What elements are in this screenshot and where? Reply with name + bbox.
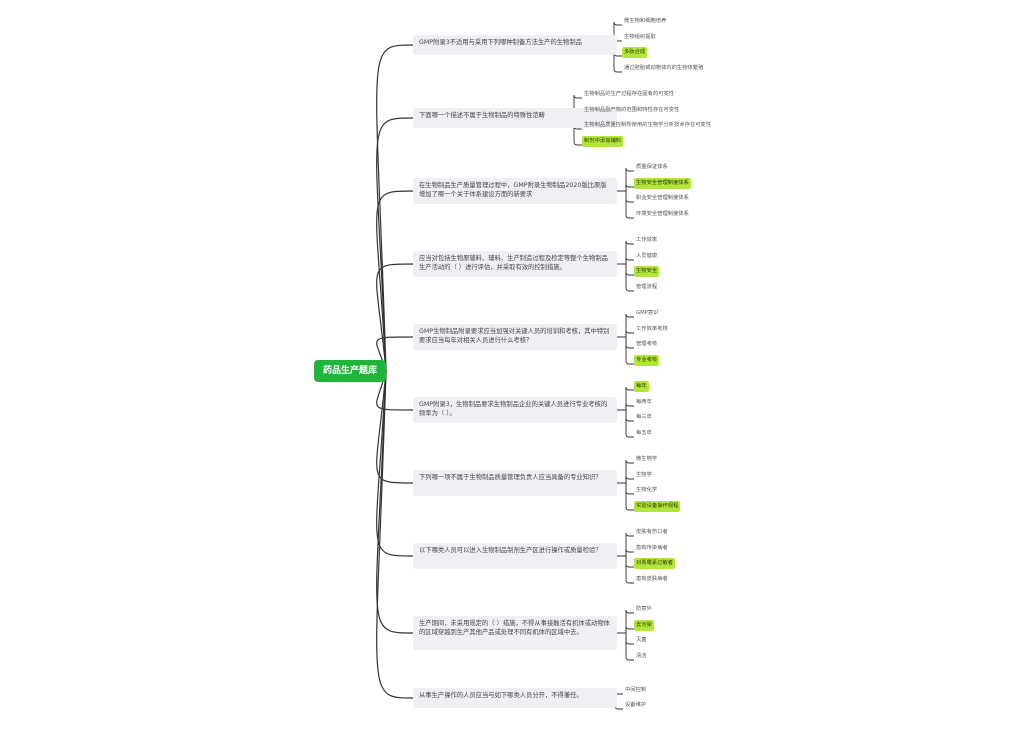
option-correct[interactable]: 生物安全 bbox=[634, 266, 660, 277]
option-branch-line bbox=[617, 459, 634, 484]
question-node[interactable]: GMP附录3，生物制品要求生物制品企业的关键人员进行专业考核的频率为（ ）。 bbox=[413, 397, 617, 423]
question-node[interactable]: GMP附录3不适用与采用下列哪种制备方法生产的生物制品 bbox=[413, 35, 617, 55]
option-branch-line bbox=[617, 632, 634, 661]
option-branch-line bbox=[617, 475, 634, 484]
option-item[interactable]: 每三年 bbox=[636, 414, 652, 420]
question-node[interactable]: 下面哪一个描述不属于生物制品的特殊性范畴 bbox=[413, 108, 617, 128]
root-branch-line bbox=[376, 117, 414, 372]
option-item[interactable]: 工作效率考核 bbox=[636, 326, 668, 332]
option-correct[interactable]: 多肽合成 bbox=[622, 47, 648, 58]
option-branch-line bbox=[573, 94, 617, 119]
option-item[interactable]: 生物制品的生产过程存在固有的可变性 bbox=[584, 91, 675, 97]
option-item[interactable]: 微生物和细胞培养 bbox=[624, 18, 667, 24]
root-branch-line bbox=[376, 190, 414, 372]
question-node[interactable]: 下列哪一项不属于生物制品质量管理负责人应当具备的专业知识？ bbox=[413, 470, 617, 496]
option-item[interactable]: 工作效率 bbox=[636, 237, 658, 243]
option-branch-line bbox=[617, 555, 634, 568]
option-branch-line bbox=[617, 190, 634, 219]
option-branch-line bbox=[617, 240, 634, 265]
option-item[interactable]: 灭菌 bbox=[636, 637, 647, 643]
option-item[interactable]: 环境安全管理制度体系 bbox=[636, 211, 689, 217]
option-branch-line bbox=[617, 190, 634, 203]
option-correct[interactable]: 去污染 bbox=[634, 620, 654, 631]
option-branch-line bbox=[617, 632, 634, 645]
option-branch-line bbox=[613, 44, 622, 73]
option-branch-line bbox=[617, 609, 634, 634]
option-branch-line bbox=[617, 482, 634, 511]
option-item[interactable]: 生物制品副产物的范围和特性存在可变性 bbox=[584, 107, 680, 113]
option-branch-line bbox=[617, 625, 634, 634]
option-branch-line bbox=[617, 532, 634, 557]
option-branch-line bbox=[617, 263, 634, 276]
option-item[interactable]: 管理考核 bbox=[636, 341, 658, 347]
root-topic[interactable]: 药品生产题库 bbox=[314, 360, 386, 382]
option-item[interactable]: 每五年 bbox=[636, 430, 652, 436]
option-branch-line bbox=[617, 386, 634, 411]
option-item[interactable]: 质量保证体系 bbox=[636, 164, 668, 170]
option-correct[interactable]: 专业考核 bbox=[634, 355, 660, 366]
option-item[interactable]: 设备维护 bbox=[625, 702, 647, 708]
option-branch-line bbox=[617, 336, 634, 349]
option-item[interactable]: 生物化学 bbox=[636, 487, 658, 493]
option-item[interactable]: 患有皮肤病者 bbox=[636, 576, 668, 582]
option-item[interactable]: 生物学 bbox=[636, 472, 652, 478]
option-branch-line bbox=[617, 256, 634, 265]
root-branch-line bbox=[376, 44, 414, 372]
question-node[interactable]: 从事生产操作的人员应当与如下哪类人员分开，不得兼任。 bbox=[413, 688, 617, 708]
option-branch-line bbox=[617, 336, 634, 365]
option-item[interactable]: 管理流程 bbox=[636, 284, 658, 290]
option-correct[interactable]: 每年 bbox=[634, 381, 649, 392]
option-item[interactable]: 每两年 bbox=[636, 399, 652, 405]
option-branch-line bbox=[617, 409, 634, 438]
option-item[interactable]: 通过胚胎或动物体内的生物体繁殖 bbox=[624, 65, 704, 71]
option-item[interactable]: 生物组织提取 bbox=[624, 34, 656, 40]
root-branch-line bbox=[376, 370, 414, 411]
question-node[interactable]: 应当对包括生物原辅料、辅料、生产制造过程及检定等整个生物制品生产活动的（ ）进行… bbox=[413, 251, 617, 277]
option-item[interactable]: 生物制品质量控制所使用的生物学分析技术存在可变性 bbox=[584, 122, 712, 128]
option-branch-line bbox=[617, 183, 634, 192]
option-branch-line bbox=[617, 167, 634, 192]
option-item[interactable]: 人员健康 bbox=[636, 253, 658, 259]
option-branch-line bbox=[617, 409, 634, 422]
option-branch-line bbox=[617, 313, 634, 338]
option-branch-line bbox=[617, 402, 634, 411]
option-branch-line bbox=[617, 555, 634, 584]
option-branch-line bbox=[617, 482, 634, 495]
question-node[interactable]: 在生物制品生产质量管理过程中，GMP附录生物制品2020版比原版增加了哪一个关于… bbox=[413, 178, 617, 204]
question-node[interactable]: 以下哪类人员可以进入生物制品制剂生产区进行操作或质量检验？ bbox=[413, 543, 617, 569]
option-correct[interactable]: 生物安全管理制度体系 bbox=[634, 178, 691, 189]
root-branch-line bbox=[376, 370, 414, 484]
option-item[interactable]: GMP意识 bbox=[636, 310, 659, 316]
root-branch-line bbox=[376, 263, 414, 372]
option-correct[interactable]: 制剂中添加辅料 bbox=[582, 136, 624, 147]
option-branch-line bbox=[617, 548, 634, 557]
option-branch-line bbox=[617, 263, 634, 292]
option-item[interactable]: 职业安全管理制度体系 bbox=[636, 195, 689, 201]
option-branch-line bbox=[617, 329, 634, 338]
option-item[interactable]: 微生物学 bbox=[636, 456, 658, 462]
option-correct[interactable]: 实验设备操作规程 bbox=[634, 501, 681, 512]
root-branch-line bbox=[376, 370, 414, 557]
question-node[interactable]: GMP生物制品附录要求应当加强对关键人员的培训和考核，其中特别要求应当每年对相关… bbox=[413, 324, 617, 350]
root-branch-line bbox=[376, 370, 414, 699]
option-correct[interactable]: 对青霉素过敏者 bbox=[634, 558, 676, 569]
option-item[interactable]: 中间控制 bbox=[625, 687, 647, 693]
option-branch-line bbox=[573, 117, 617, 146]
option-item[interactable]: 清洁 bbox=[636, 653, 647, 659]
option-item[interactable]: 皮肤有伤口者 bbox=[636, 529, 668, 535]
question-node[interactable]: 生产期间，未采用规定的（ ）措施，不得从事接触活有机体或动物体的区域穿越到生产其… bbox=[413, 616, 617, 650]
option-item[interactable]: 防意外 bbox=[636, 606, 652, 612]
option-item[interactable]: 患有传染病者 bbox=[636, 545, 668, 551]
option-branch-line bbox=[613, 21, 622, 46]
